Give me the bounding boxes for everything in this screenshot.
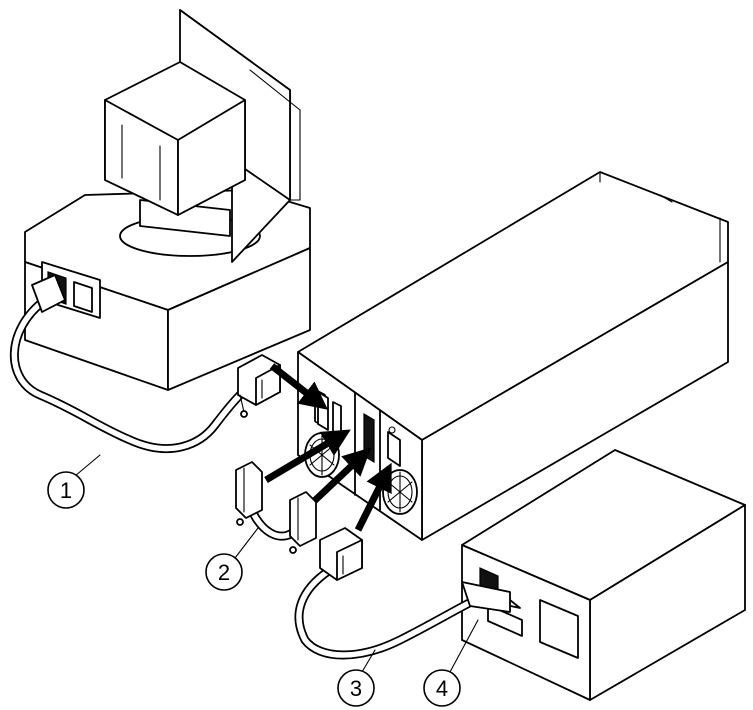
terminator-jumper: [235, 461, 317, 554]
arrow-terminator-bottom: [307, 447, 372, 508]
host-computer: [24, 9, 311, 391]
device-port: [487, 604, 523, 637]
arrow-cable-1: [269, 363, 328, 410]
leader-3: [361, 649, 376, 673]
cable-3-connector: [319, 527, 363, 581]
arrow-cable-3: [354, 462, 392, 532]
leader-2: [234, 527, 259, 559]
arrow-terminator-top: [264, 429, 351, 484]
svg-text:2: 2: [218, 560, 230, 585]
tape-drive-unit: [264, 171, 729, 541]
svg-text:1: 1: [60, 478, 72, 503]
svg-text:4: 4: [436, 676, 448, 701]
callout-3: 3: [337, 669, 375, 707]
callout-4: 4: [423, 669, 461, 707]
scsi-cable-3: [294, 527, 521, 660]
leader-4: [449, 619, 479, 673]
callout-2: 2: [205, 553, 243, 591]
leader-1: [74, 454, 101, 477]
scsi-cable-1: [9, 274, 281, 453]
monitor: [104, 9, 301, 263]
svg-text:3: 3: [350, 676, 362, 701]
callout-1: 1: [47, 471, 85, 509]
